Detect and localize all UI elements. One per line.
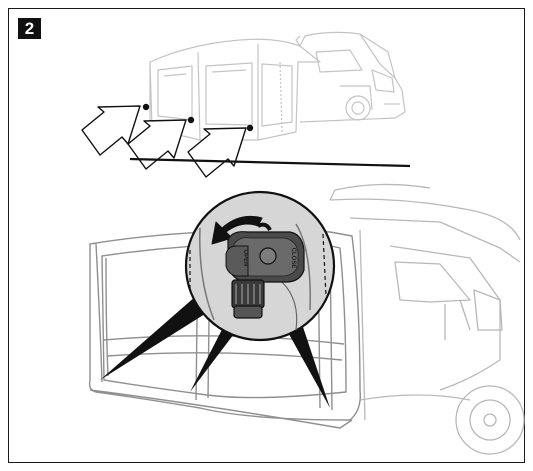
peg-point-2 bbox=[188, 117, 194, 123]
peg-point-3 bbox=[247, 125, 253, 131]
valve-open-label: OPEN bbox=[242, 249, 248, 266]
arrow-right-icon bbox=[188, 128, 246, 177]
arrow-right-icon bbox=[128, 120, 186, 169]
section-divider bbox=[130, 159, 410, 166]
valve-zoom-detail: OPEN CLOSE bbox=[186, 192, 334, 340]
top-van-awning-drawing bbox=[150, 32, 405, 140]
peg-point-1 bbox=[143, 104, 149, 110]
valve-close-label: CLOSE bbox=[290, 248, 296, 269]
